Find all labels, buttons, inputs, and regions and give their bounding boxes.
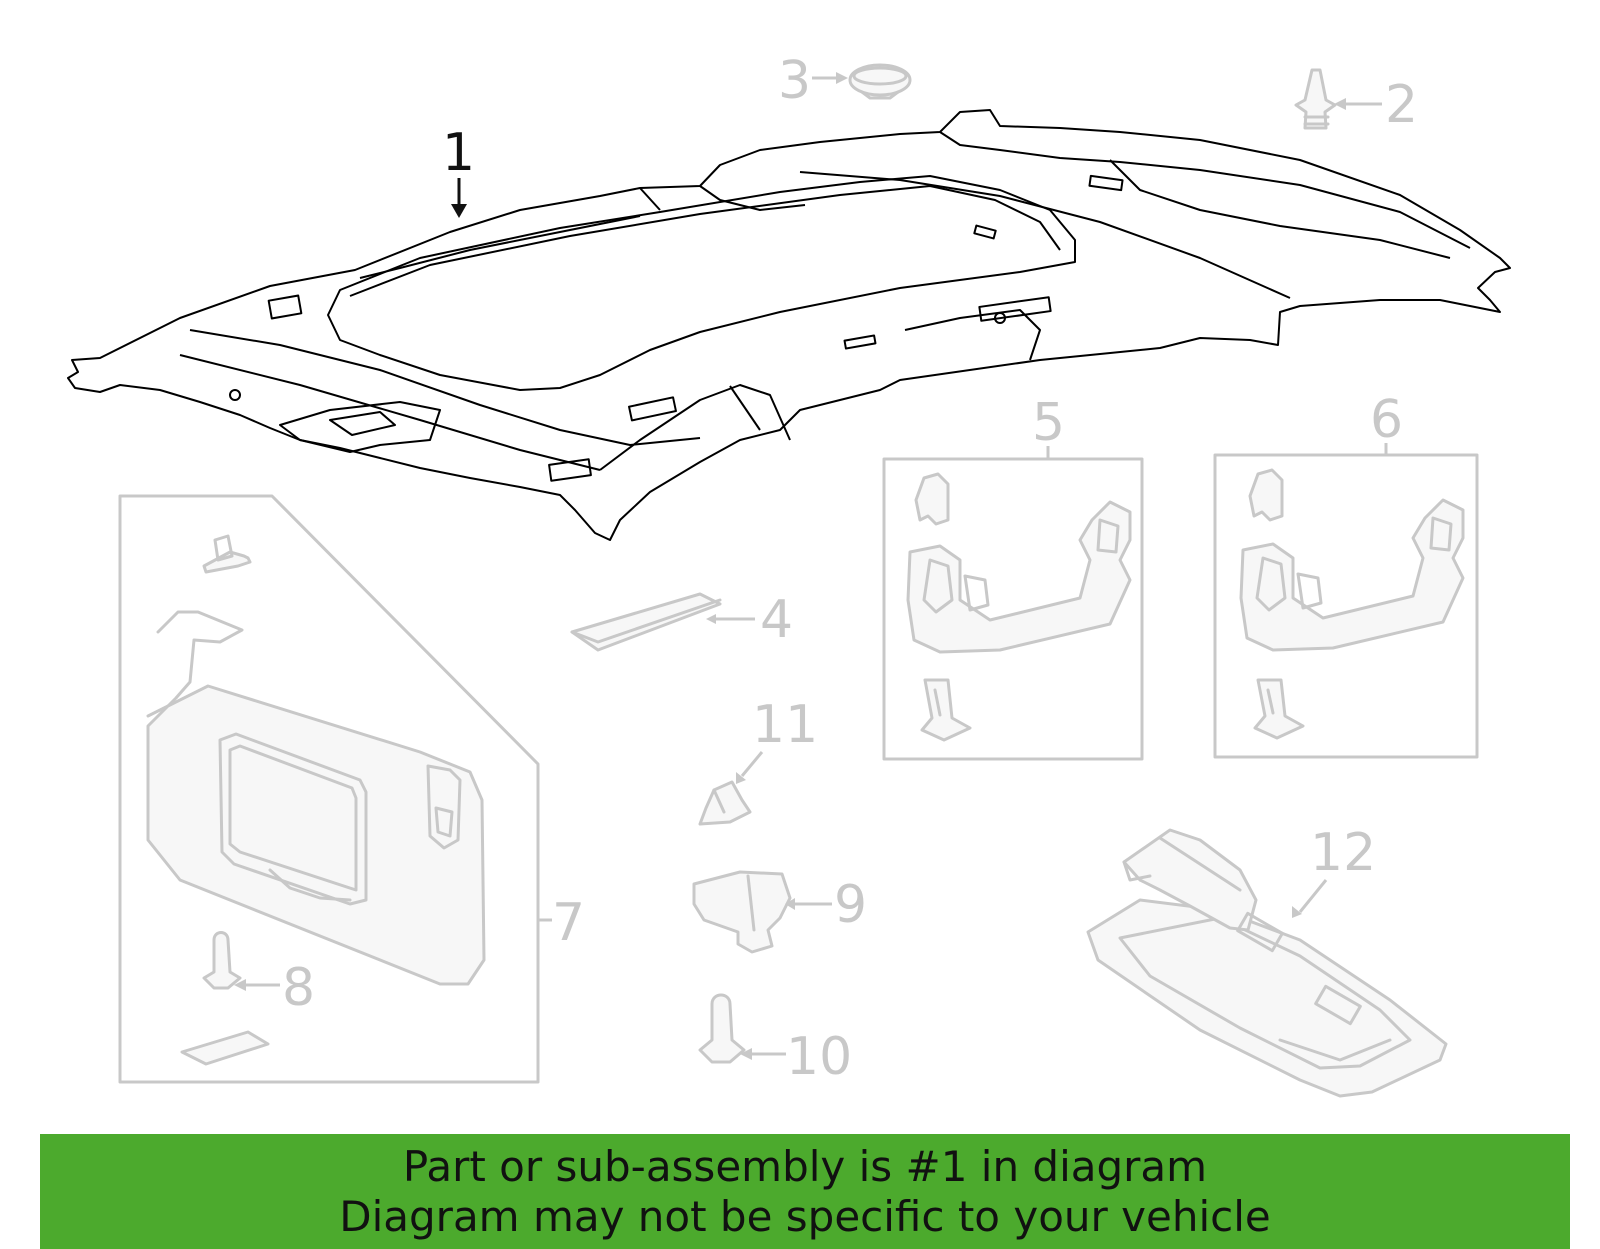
callout-1-arrowhead: [451, 204, 467, 218]
part-4-cover[interactable]: 4: [570, 590, 793, 652]
callout-6: 6: [1370, 390, 1403, 450]
callout-10: 10: [786, 1027, 852, 1087]
part-12-dome-lamp[interactable]: 12: [1086, 823, 1448, 1098]
callout-9: 9: [834, 875, 867, 935]
part-7-sun-visor-kit[interactable]: 7: [118, 494, 585, 1084]
info-banner: Part or sub-assembly is #1 in diagram Di…: [40, 1134, 1570, 1249]
part-7-plate: [180, 1030, 270, 1066]
part-6-grab-handle-kit[interactable]: 6: [1213, 390, 1479, 759]
callout-3: 3: [778, 51, 811, 111]
callout-11: 11: [752, 695, 818, 755]
part-9-bracket[interactable]: 9: [692, 870, 867, 954]
callout-5: 5: [1032, 393, 1065, 453]
part-11-bracket[interactable]: 11: [698, 695, 818, 826]
callout-12: 12: [1310, 823, 1376, 883]
part-3-cap[interactable]: 3: [778, 51, 912, 111]
part-10-pin[interactable]: 10: [698, 993, 852, 1087]
banner-line-2: Diagram may not be specific to your vehi…: [339, 1191, 1271, 1241]
part-8-pin[interactable]: 8: [202, 931, 315, 1019]
banner-line-1: Part or sub-assembly is #1 in diagram: [402, 1141, 1208, 1191]
callout-7: 7: [552, 893, 585, 953]
headliner-part-1[interactable]: [67, 109, 1511, 541]
callout-4: 4: [760, 590, 793, 650]
callout-1[interactable]: 1: [442, 123, 475, 183]
callout-2: 2: [1385, 75, 1418, 135]
part-2-pushpin[interactable]: 2: [1294, 68, 1418, 135]
callout-8: 8: [282, 958, 315, 1018]
part-5-grab-handle-kit[interactable]: 5: [882, 393, 1144, 761]
